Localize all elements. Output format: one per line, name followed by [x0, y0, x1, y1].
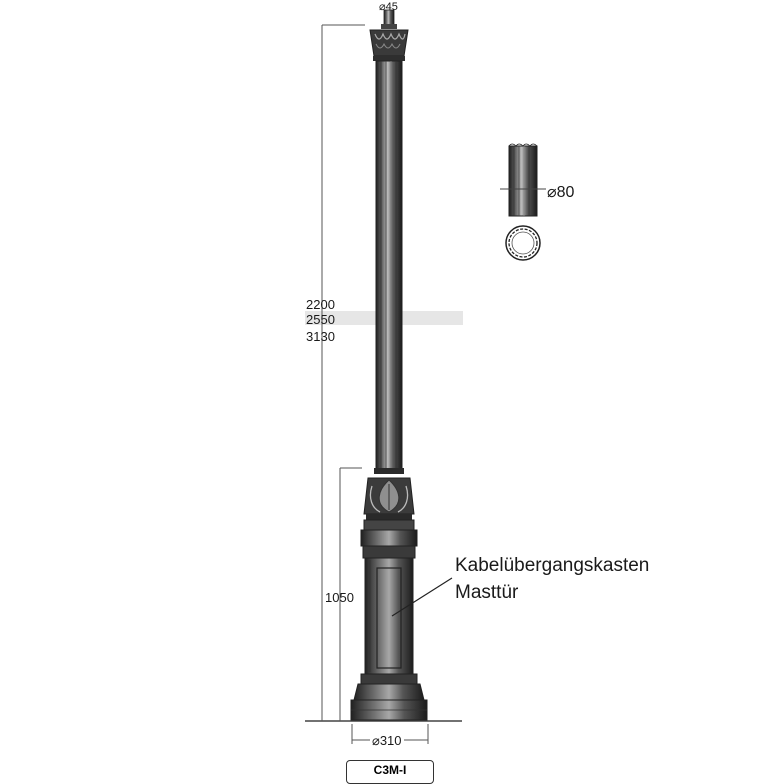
- shaft-section-detail: [500, 143, 546, 217]
- shaft-diameter-label: ⌀80: [547, 184, 575, 201]
- top-capital: [369, 29, 409, 61]
- base-column: [350, 519, 428, 721]
- height-label-3130: 3130: [306, 329, 335, 344]
- base-diameter-label: ⌀310: [370, 733, 404, 749]
- base-height-dimension-line: [339, 467, 362, 721]
- base-height-label: 1050: [325, 590, 354, 605]
- top-finial: [381, 9, 397, 29]
- fluted-shaft: [375, 60, 403, 470]
- model-tag: C3M-I: [346, 760, 434, 784]
- height-dimension-line: [321, 24, 365, 721]
- height-label-2550: 2550: [306, 312, 335, 327]
- callout-line-1: Kabelübergangskasten: [455, 555, 650, 576]
- top-diameter-label: ⌀45: [379, 1, 398, 13]
- section-circle-detail: [505, 225, 541, 261]
- mast-door: [376, 567, 402, 669]
- acanthus-ornament: [363, 477, 415, 520]
- shaft-collar: [374, 468, 404, 474]
- height-label-2200: 2200: [306, 297, 335, 312]
- callout-leader: [391, 577, 453, 617]
- callout-line-2: Masttür: [455, 582, 519, 603]
